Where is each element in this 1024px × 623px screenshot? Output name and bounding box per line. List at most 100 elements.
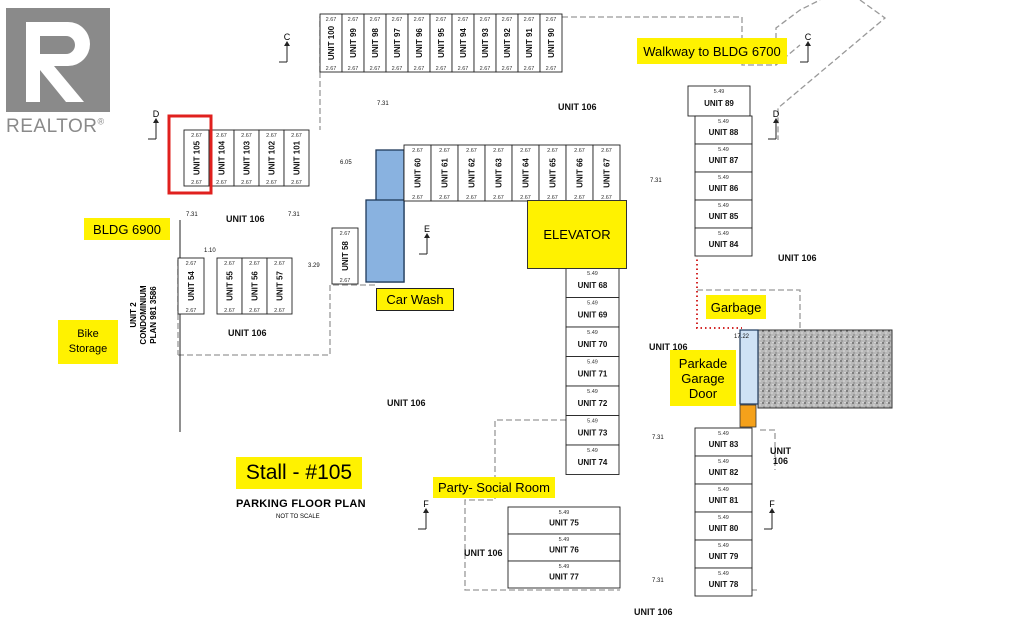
- stall-width-dim: 2.67: [414, 17, 425, 23]
- stall-label: UNIT 73: [578, 428, 608, 437]
- stall-label: UNIT 67: [603, 158, 612, 188]
- parking-stall: [241, 257, 268, 315]
- stall-callout: Stall - #105: [236, 457, 362, 489]
- stall-width-dim: 2.67: [186, 261, 197, 267]
- stall-label: UNIT 99: [349, 28, 358, 58]
- section-marker-letter: D: [153, 109, 160, 119]
- stall-width-dim: 2.67: [574, 148, 585, 154]
- stall-label: UNIT 102: [268, 140, 277, 175]
- stall-label: UNIT 63: [495, 158, 504, 188]
- stall-width-dim: 2.67: [186, 308, 197, 314]
- stall-label: UNIT 82: [709, 468, 739, 477]
- stall-label: UNIT 81: [709, 496, 739, 505]
- stall-width-dim: 2.67: [439, 148, 450, 154]
- unit-106-label: UNIT 106: [778, 253, 817, 263]
- car-wash-label: Car Wash: [376, 288, 454, 311]
- stall-width-dim: 2.67: [502, 66, 513, 72]
- stall-label: UNIT 78: [709, 580, 739, 589]
- section-marker-arrowhead: [423, 508, 429, 513]
- stall-width-dim: 2.67: [546, 17, 557, 23]
- stall-width-dim: 2.67: [348, 17, 359, 23]
- stall-label: UNIT 97: [393, 28, 402, 58]
- stall-length-dim: 5.49: [587, 301, 598, 307]
- stall-width-dim: 2.67: [326, 17, 337, 23]
- dimension-label: 7.31: [377, 101, 389, 107]
- parking-stall: [484, 144, 513, 202]
- stall-label: UNIT 90: [547, 28, 556, 58]
- stall-length-dim: 5.49: [718, 147, 729, 153]
- stall-width-dim: 2.67: [520, 148, 531, 154]
- parking-stall: [694, 171, 753, 201]
- stall-label: UNIT 74: [578, 458, 608, 467]
- section-marker-letter: D: [773, 109, 780, 119]
- stall-width-dim: 2.67: [266, 180, 277, 186]
- stall-width-dim: 2.67: [524, 17, 535, 23]
- condo-line-3: PLAN 981 3586: [149, 286, 158, 344]
- dimension-label: 6.05: [340, 160, 352, 166]
- stall-width-dim: 2.67: [480, 66, 491, 72]
- section-marker-letter: F: [423, 499, 429, 509]
- stall-label: UNIT 84: [709, 240, 739, 249]
- section-marker-arrowhead: [284, 41, 290, 46]
- garage-door-marker: [739, 404, 757, 428]
- parking-stall: [258, 129, 285, 187]
- stall-length-dim: 5.49: [718, 203, 729, 209]
- dimension-label: 3.29: [308, 263, 320, 269]
- parking-stall: [687, 85, 751, 117]
- dimension-label: 7.31: [652, 578, 664, 584]
- stall-width-dim: 2.67: [520, 195, 531, 201]
- stall-label: UNIT 80: [709, 524, 739, 533]
- parking-stall: [266, 257, 293, 315]
- stall-label: UNIT 105: [193, 140, 202, 175]
- stall-length-dim: 5.49: [718, 231, 729, 237]
- stall-width-dim: 2.67: [249, 261, 260, 267]
- stall-label: UNIT 94: [459, 28, 468, 58]
- stall-width-dim: 2.67: [412, 195, 423, 201]
- section-marker-arrowhead: [769, 508, 775, 513]
- stall-length-dim: 5.49: [718, 515, 729, 521]
- parking-stall: [538, 144, 567, 202]
- unit-106-label: UNIT 106: [634, 607, 673, 617]
- stall-label: UNIT 89: [704, 99, 734, 108]
- dimension-label: 7.31: [186, 212, 198, 218]
- unit-106-side-label: UNIT 106: [770, 446, 791, 466]
- garbage-dotted-line: [696, 255, 742, 329]
- parking-stall: [208, 129, 235, 187]
- stall-label: UNIT 100: [327, 25, 336, 60]
- stall-label: UNIT 96: [415, 28, 424, 58]
- section-marker-arrowhead: [153, 118, 159, 123]
- stall-label: UNIT 98: [371, 28, 380, 58]
- stall-label: UNIT 61: [441, 158, 450, 188]
- stall-label: UNIT 62: [468, 158, 477, 188]
- stall-length-dim: 5.49: [587, 419, 598, 425]
- stall-width-dim: 2.67: [502, 17, 513, 23]
- parking-stall: [694, 511, 753, 541]
- parking-stall: [565, 144, 594, 202]
- stall-label: UNIT 54: [187, 271, 196, 301]
- parking-stall: [507, 560, 621, 589]
- stall-length-dim: 5.49: [718, 543, 729, 549]
- section-marker-letter: E: [424, 224, 430, 234]
- stall-width-dim: 2.67: [216, 133, 227, 139]
- stall-width-dim: 2.67: [291, 133, 302, 139]
- stall-width-dim: 2.67: [274, 261, 285, 267]
- stall-width-dim: 2.67: [436, 17, 447, 23]
- stall-width-dim: 2.67: [547, 195, 558, 201]
- stall-width-dim: 2.67: [392, 17, 403, 23]
- parkade-door-label: Parkade Garage Door: [670, 350, 736, 406]
- stall-width-dim: 2.67: [291, 180, 302, 186]
- parking-stall: [507, 533, 621, 562]
- stall-length-dim: 5.49: [587, 360, 598, 366]
- unit-106-label: UNIT 106: [226, 214, 265, 224]
- garbage-label: Garbage: [706, 295, 766, 319]
- parking-stall: [430, 144, 459, 202]
- stall-label: UNIT 83: [709, 440, 739, 449]
- stall-length-dim: 5.49: [718, 119, 729, 125]
- stall-length-dim: 5.49: [559, 564, 570, 570]
- gravel-area: [757, 329, 893, 409]
- realtor-wordmark: REALTOR®: [6, 116, 105, 137]
- walkway-label: Walkway to BLDG 6700: [637, 38, 787, 64]
- bike-storage-label: Bike Storage: [58, 320, 118, 364]
- stall-width-dim: 2.67: [340, 278, 351, 284]
